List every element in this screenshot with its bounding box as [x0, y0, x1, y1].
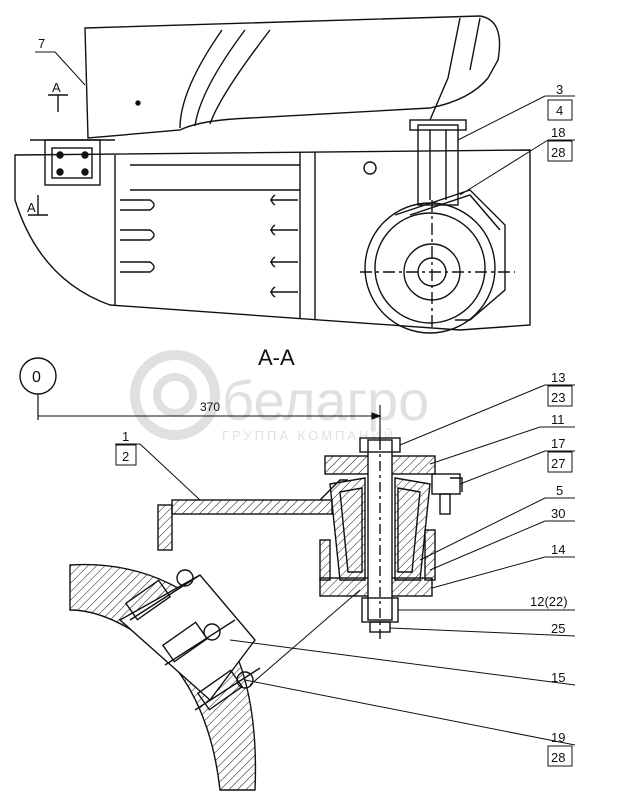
axle-housing: [364, 202, 496, 334]
callout-12: 12(22): [530, 594, 568, 609]
callout-1: 1: [122, 429, 129, 444]
section-label: A-A: [258, 345, 295, 370]
callout-11: 11: [551, 412, 565, 427]
callout-2: 2: [122, 449, 129, 464]
dimension-370: [38, 405, 382, 440]
datum-label: 0: [32, 369, 41, 386]
callout-5: 5: [556, 483, 563, 498]
watermark-brand: белагро: [222, 369, 429, 432]
callout-3: 3: [556, 82, 563, 97]
pivot-column: [417, 124, 459, 206]
callout-28b: 28: [551, 750, 565, 765]
watermark: белагро ГРУППА КОМПАНИЙ: [130, 350, 429, 443]
callout-13: 13: [551, 370, 565, 385]
callout-17: 17: [551, 436, 565, 451]
cast-housing: [69, 563, 261, 791]
callout-15: 15: [551, 670, 565, 685]
callout-23: 23: [551, 390, 565, 405]
callout-7: 7: [38, 36, 45, 51]
callout-28a: 28: [551, 145, 565, 160]
callout-27: 27: [551, 456, 565, 471]
top-view: [14, 15, 531, 334]
frame-outline: [14, 149, 531, 331]
cut-mark-top: A: [52, 80, 61, 95]
callout-4: 4: [556, 103, 563, 118]
hood-outline: [84, 15, 501, 139]
watermark-tagline: ГРУППА КОМПАНИЙ: [222, 428, 396, 443]
callout-30: 30: [551, 506, 565, 521]
callout-25: 25: [551, 621, 565, 636]
callout-19: 19: [551, 730, 565, 745]
dimension-label: 370: [200, 400, 220, 414]
callout-labels: 7 3 4 18 28 13 23 11 17 27 5 30 14 12(22…: [38, 36, 568, 765]
callout-14: 14: [551, 542, 565, 557]
frame-bolts: [120, 194, 298, 298]
callout-leaders: [35, 51, 576, 767]
callout-18: 18: [551, 125, 565, 140]
cut-mark-bottom: A: [27, 200, 36, 215]
support-arm: [157, 479, 348, 551]
